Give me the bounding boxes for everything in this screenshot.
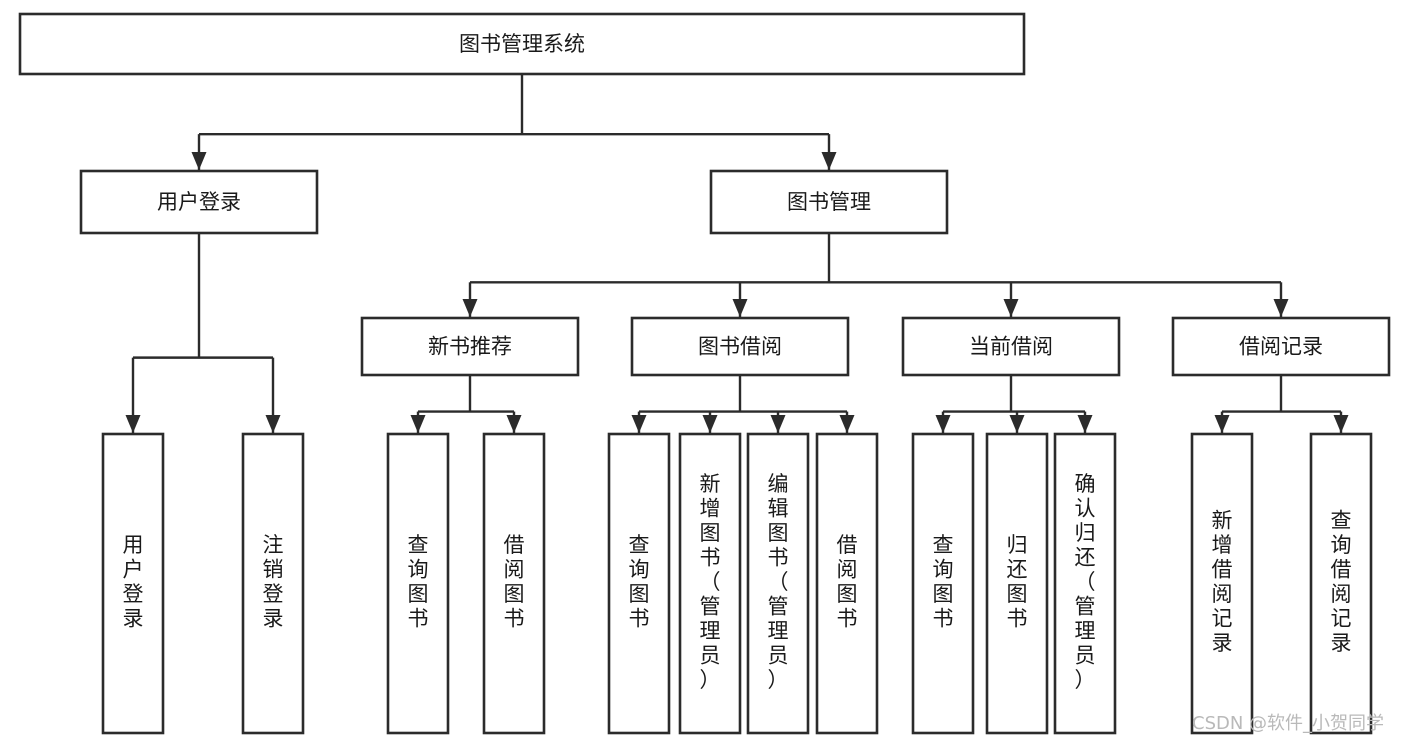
leaf-node[interactable]: 借阅图书 xyxy=(815,432,879,735)
node-box[interactable] xyxy=(79,169,319,235)
arrow-head-icon xyxy=(732,299,748,317)
arrow-head-icon xyxy=(1003,299,1019,317)
node-box[interactable] xyxy=(709,169,949,235)
node-box[interactable] xyxy=(901,316,1121,377)
node-box[interactable] xyxy=(241,432,305,735)
node-label: 借阅记录 xyxy=(1239,335,1323,359)
leaf-node[interactable]: 归还图书 xyxy=(985,432,1049,735)
node-box[interactable] xyxy=(607,432,671,735)
level3-node[interactable]: 图书借阅 xyxy=(630,316,850,377)
level2-node[interactable]: 图书管理 xyxy=(709,169,949,235)
leaf-node[interactable]: 查询借阅记录 xyxy=(1309,432,1373,735)
arrow-head-icon xyxy=(839,415,855,433)
node-box[interactable] xyxy=(386,432,450,735)
node-label: 图书管理系统 xyxy=(459,32,585,56)
level2-node[interactable]: 用户登录 xyxy=(79,169,319,235)
leaf-node[interactable]: 确认归还（管理员） xyxy=(1053,432,1117,735)
node-box[interactable] xyxy=(101,432,165,735)
leaf-node[interactable]: 新增借阅记录 xyxy=(1190,432,1254,735)
node-label: 借阅图书 xyxy=(504,533,525,631)
arrow-head-icon xyxy=(935,415,951,433)
node-label: 用户登录 xyxy=(157,190,241,214)
node-label: 查询图书 xyxy=(629,533,650,631)
node-box[interactable] xyxy=(630,316,850,377)
node-box[interactable] xyxy=(482,432,546,735)
node-label: 查询图书 xyxy=(933,533,954,631)
arrow-head-icon xyxy=(410,415,426,433)
node-label: 注销登录 xyxy=(263,533,284,631)
arrow-head-icon xyxy=(702,415,718,433)
leaf-node[interactable]: 用户登录 xyxy=(101,432,165,735)
node-box[interactable] xyxy=(815,432,879,735)
node-box[interactable] xyxy=(18,12,1026,76)
connectors-layer xyxy=(125,74,1349,433)
arrow-head-icon xyxy=(631,415,647,433)
node-label: 查询图书 xyxy=(408,533,429,631)
node-label: 新增借阅记录 xyxy=(1212,509,1233,656)
arrow-head-icon xyxy=(1009,415,1025,433)
arrow-head-icon xyxy=(1214,415,1230,433)
arrow-head-icon xyxy=(462,299,478,317)
arrow-head-icon xyxy=(770,415,786,433)
level3-node[interactable]: 新书推荐 xyxy=(360,316,580,377)
arrow-head-icon xyxy=(265,415,281,433)
node-label: 新增图书（管理员） xyxy=(700,472,721,692)
node-label: 用户登录 xyxy=(123,533,144,631)
node-label: 新书推荐 xyxy=(428,335,512,359)
leaf-node[interactable]: 新增图书（管理员） xyxy=(678,432,742,735)
node-box[interactable] xyxy=(678,432,742,735)
leaf-node[interactable]: 注销登录 xyxy=(241,432,305,735)
node-label: 查询借阅记录 xyxy=(1331,509,1352,656)
node-box[interactable] xyxy=(1190,432,1254,735)
arrow-head-icon xyxy=(125,415,141,433)
node-label: 当前借阅 xyxy=(969,335,1053,359)
arrow-head-icon xyxy=(1077,415,1093,433)
root-node[interactable]: 图书管理系统 xyxy=(18,12,1026,76)
node-label: 确认归还（管理员） xyxy=(1075,472,1096,692)
node-box[interactable] xyxy=(360,316,580,377)
node-label: 归还图书 xyxy=(1007,533,1028,631)
leaf-node[interactable]: 借阅图书 xyxy=(482,432,546,735)
node-box[interactable] xyxy=(746,432,810,735)
node-label: 图书借阅 xyxy=(698,335,782,359)
nodes-layer: 图书管理系统用户登录图书管理新书推荐图书借阅当前借阅借阅记录用户登录注销登录查询… xyxy=(18,12,1391,735)
leaf-node[interactable]: 查询图书 xyxy=(386,432,450,735)
leaf-node[interactable]: 查询图书 xyxy=(607,432,671,735)
node-box[interactable] xyxy=(1053,432,1117,735)
leaf-node[interactable]: 查询图书 xyxy=(911,432,975,735)
node-label: 借阅图书 xyxy=(837,533,858,631)
node-label: 图书管理 xyxy=(787,190,871,214)
csdn-watermark: CSDN @软件_小贺同学 xyxy=(1192,713,1384,734)
arrow-head-icon xyxy=(191,152,207,170)
node-box[interactable] xyxy=(1171,316,1391,377)
node-box[interactable] xyxy=(1309,432,1373,735)
arrow-head-icon xyxy=(506,415,522,433)
arrow-head-icon xyxy=(1273,299,1289,317)
node-box[interactable] xyxy=(985,432,1049,735)
node-box[interactable] xyxy=(911,432,975,735)
node-label: 编辑图书（管理员） xyxy=(768,472,789,692)
level3-node[interactable]: 当前借阅 xyxy=(901,316,1121,377)
arrow-head-icon xyxy=(821,152,837,170)
level3-node[interactable]: 借阅记录 xyxy=(1171,316,1391,377)
leaf-node[interactable]: 编辑图书（管理员） xyxy=(746,432,810,735)
arrow-head-icon xyxy=(1333,415,1349,433)
